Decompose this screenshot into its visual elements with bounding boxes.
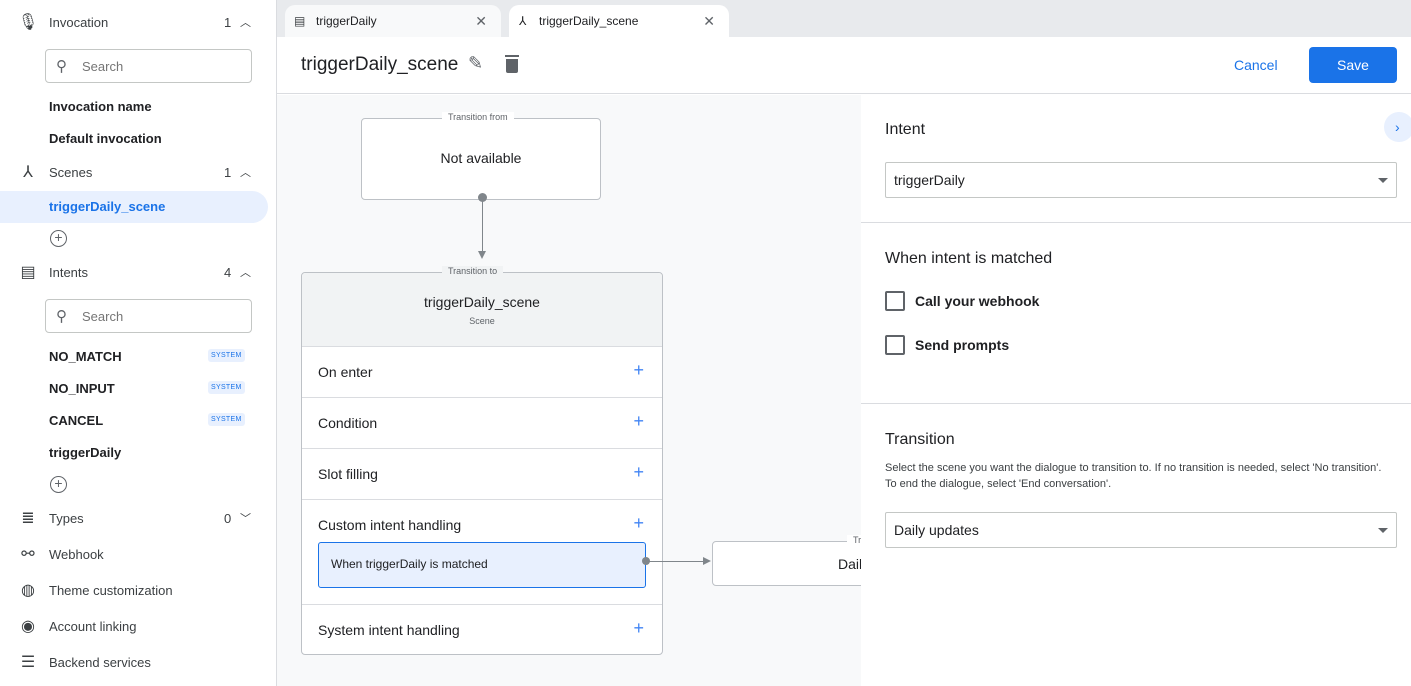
cancel-button[interactable]: Cancel bbox=[1234, 57, 1278, 73]
edit-icon[interactable]: ✎ bbox=[468, 53, 484, 73]
sidebar: 🎙 Invocation 1 ︿ ⚲ Invocation name Defau… bbox=[0, 0, 277, 686]
section-invocation[interactable]: 🎙 Invocation 1 ︿ bbox=[17, 14, 251, 31]
sidebar-item-intent[interactable]: NO_INPUT bbox=[49, 381, 115, 396]
system-badge: SYSTEM bbox=[208, 381, 245, 394]
transition-select[interactable]: Daily updates bbox=[885, 512, 1397, 548]
chevron-right-icon[interactable]: › bbox=[1384, 112, 1411, 142]
header: triggerDaily_scene ✎ Cancel Save bbox=[277, 37, 1411, 94]
sidebar-item-intent[interactable]: NO_MATCH bbox=[49, 349, 122, 364]
scene-icon: ⅄ bbox=[23, 164, 33, 181]
sidebar-item-intent[interactable]: CANCEL bbox=[49, 413, 104, 428]
connector-dot bbox=[642, 557, 650, 565]
system-badge: SYSTEM bbox=[208, 413, 245, 426]
palette-icon: ◍ bbox=[21, 582, 35, 599]
chevron-down-icon[interactable]: ﹀ bbox=[240, 513, 251, 525]
intent-panel: › Intent triggerDaily When intent is mat… bbox=[861, 95, 1411, 686]
add-icon[interactable]: + bbox=[633, 411, 644, 431]
arrow-head bbox=[478, 251, 486, 259]
delete-icon[interactable] bbox=[505, 55, 519, 73]
dropdown-arrow-icon bbox=[1378, 178, 1388, 183]
sidebar-item-theme[interactable]: ◍ Theme customization bbox=[0, 574, 276, 606]
transition-help: Select the scene you want the dialogue t… bbox=[885, 462, 1382, 490]
close-icon[interactable]: ✕ bbox=[703, 12, 715, 29]
save-button[interactable]: Save bbox=[1309, 47, 1397, 83]
webhook-icon: ⚯ bbox=[21, 546, 35, 563]
section-types[interactable]: ≣ Types 0 ﹀ bbox=[0, 502, 276, 534]
intents-search-input[interactable] bbox=[82, 308, 232, 324]
chevron-up-icon[interactable]: ︿ bbox=[240, 17, 251, 29]
connector-line bbox=[482, 200, 483, 255]
sidebar-item-selected-bg bbox=[0, 191, 268, 223]
section-scenes[interactable]: ⅄ Scenes 1 ︿ bbox=[0, 156, 276, 188]
microphone-icon: 🎙 bbox=[17, 14, 39, 31]
scene-icon: ⅄ bbox=[519, 14, 527, 28]
scene-title: triggerDaily_scene bbox=[424, 294, 540, 310]
system-badge: SYSTEM bbox=[208, 349, 245, 362]
page-title: triggerDaily_scene bbox=[301, 54, 459, 75]
target-scene-node[interactable]: Tr Dail bbox=[712, 535, 861, 586]
sidebar-item-webhook[interactable]: ⚯ Webhook bbox=[0, 538, 276, 570]
connector-dot bbox=[478, 193, 487, 202]
webhook-checkbox[interactable] bbox=[885, 291, 905, 311]
row-slot-filling: Slot filling+ bbox=[302, 448, 662, 499]
tab-triggerdaily[interactable]: ▤ triggerDaily ✕ bbox=[285, 5, 501, 37]
section-intents[interactable]: ▤ Intents 4 ︿ bbox=[0, 256, 276, 288]
sidebar-item-intent[interactable]: triggerDaily bbox=[49, 445, 122, 460]
search-icon: ⚲ bbox=[56, 308, 67, 325]
sidebar-item-invocation-name[interactable]: Invocation name bbox=[49, 99, 152, 114]
intent-handler[interactable]: When triggerDaily is matched bbox=[318, 542, 646, 588]
row-condition: Condition+ bbox=[302, 397, 662, 448]
add-icon[interactable]: + bbox=[633, 513, 644, 533]
add-scene-icon[interactable]: + bbox=[50, 230, 67, 247]
intents-search[interactable]: ⚲ bbox=[45, 299, 252, 333]
chevron-up-icon[interactable]: ︿ bbox=[240, 267, 251, 279]
list-icon: ▤ bbox=[20, 264, 36, 281]
scene-node: Transition to triggerDaily_scene Scene O… bbox=[301, 266, 663, 655]
transition-from-node: Transition from Not available bbox=[361, 112, 601, 200]
close-icon[interactable]: ✕ bbox=[475, 12, 487, 29]
dropdown-arrow-icon bbox=[1378, 528, 1388, 533]
add-icon[interactable]: + bbox=[633, 360, 644, 380]
invocation-search-input[interactable] bbox=[82, 58, 232, 74]
sidebar-item-triggerdaily-scene[interactable]: triggerDaily_scene bbox=[49, 199, 166, 214]
add-icon[interactable]: + bbox=[633, 618, 644, 638]
tab-triggerdaily-scene[interactable]: ⅄ triggerDaily_scene ✕ bbox=[509, 5, 729, 37]
chevron-up-icon[interactable]: ︿ bbox=[240, 167, 251, 179]
scene-canvas[interactable]: Transition from Not available Transition… bbox=[277, 95, 861, 686]
invocation-search[interactable]: ⚲ bbox=[45, 49, 252, 83]
prompts-checkbox[interactable] bbox=[885, 335, 905, 355]
row-on-enter: On enter+ bbox=[302, 346, 662, 397]
row-system-intent: System intent handling+ bbox=[302, 604, 662, 655]
account-icon: ◉ bbox=[21, 618, 35, 635]
tab-bar: ▤ triggerDaily ✕ ⅄ triggerDaily_scene ✕ bbox=[277, 0, 1411, 37]
intent-select[interactable]: triggerDaily bbox=[885, 162, 1397, 198]
sidebar-item-backend[interactable]: ☰ Backend services bbox=[0, 646, 276, 678]
settings-list-icon: ☰ bbox=[20, 654, 36, 671]
types-icon: ≣ bbox=[21, 510, 35, 527]
connector-line bbox=[649, 561, 705, 562]
add-intent-icon[interactable]: + bbox=[50, 476, 67, 493]
row-custom-intent: Custom intent handling+ When triggerDail… bbox=[302, 499, 662, 605]
search-icon: ⚲ bbox=[56, 58, 67, 75]
arrow-head bbox=[703, 557, 711, 565]
add-icon[interactable]: + bbox=[633, 462, 644, 482]
intent-icon: ▤ bbox=[294, 14, 306, 28]
sidebar-item-account-linking[interactable]: ◉ Account linking bbox=[0, 610, 276, 642]
sidebar-item-default-invocation[interactable]: Default invocation bbox=[49, 131, 162, 146]
